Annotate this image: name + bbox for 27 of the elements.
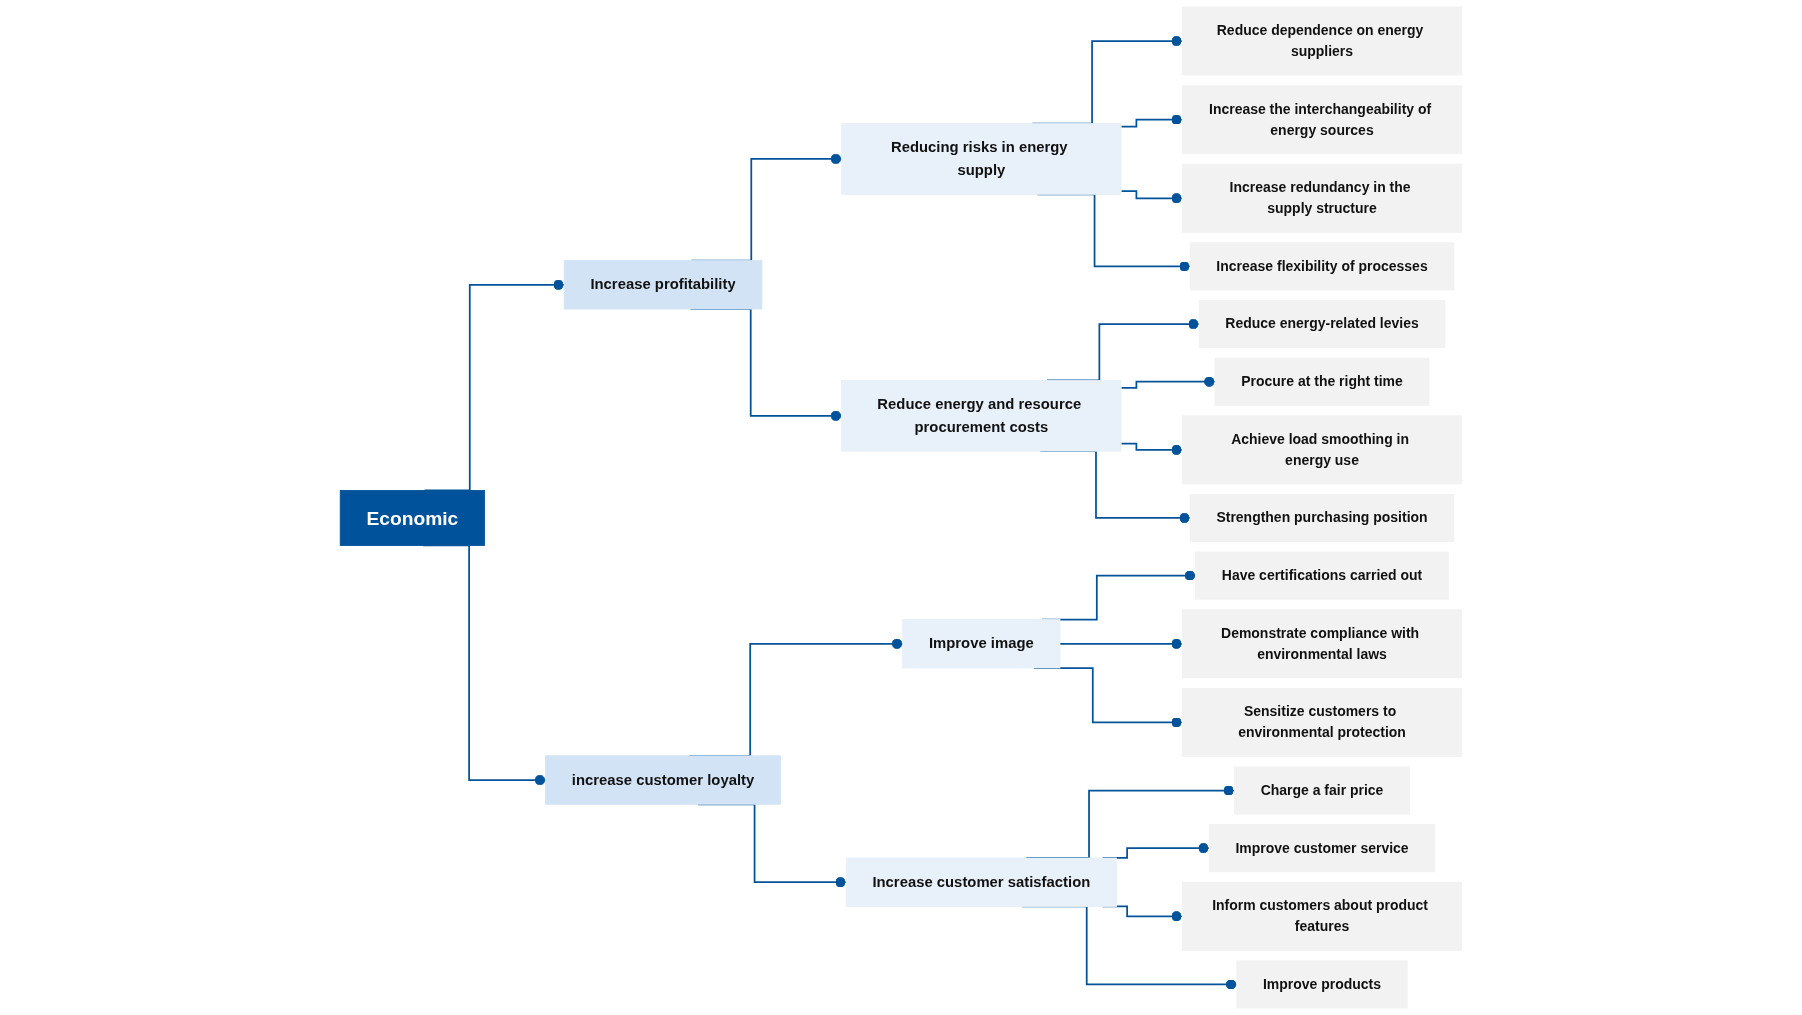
node-box: Inform customers about product features	[1181, 881, 1463, 951]
node-box: Increase flexibility of processes	[1189, 242, 1455, 291]
connector	[1059, 638, 1184, 650]
node-box: Reducing risks in energy supply	[841, 123, 1122, 195]
node-box: Increase customer satisfaction	[845, 857, 1117, 907]
connector	[1120, 376, 1216, 389]
node-box: Increase the interchangeability of energy sources	[1181, 85, 1463, 155]
node-box: Have certifications carried out	[1195, 551, 1449, 600]
node-box: Charge a fair price	[1234, 766, 1410, 815]
node-box: Procure at the right time	[1214, 357, 1430, 406]
connector	[1120, 442, 1184, 456]
node-box: Reduce energy and resource procurement costs	[841, 379, 1122, 452]
node-box: Strengthen purchasing position	[1189, 493, 1455, 542]
node-box: increase customer loyalty	[545, 755, 781, 805]
node-box: Improve products	[1236, 960, 1408, 1009]
node-box: Achieve load smoothing in energy use	[1181, 415, 1463, 485]
connector	[1120, 114, 1184, 128]
node-box: Reduce energy-related levies	[1198, 300, 1446, 349]
node-box: Increase redundancy in the supply structure	[1181, 163, 1463, 233]
node-box: Reduce dependence on energy suppliers	[1181, 6, 1463, 76]
node-box: Improve customer service	[1208, 824, 1436, 873]
node-box: Economic	[339, 490, 485, 546]
connector	[1120, 190, 1184, 204]
node-box: Increase profitability	[563, 260, 763, 310]
node-box: Improve image	[902, 619, 1061, 669]
node-box: Sensitize customers to environmental protection	[1181, 687, 1463, 757]
node-box: Demonstrate compliance with environmental laws	[1181, 609, 1463, 679]
